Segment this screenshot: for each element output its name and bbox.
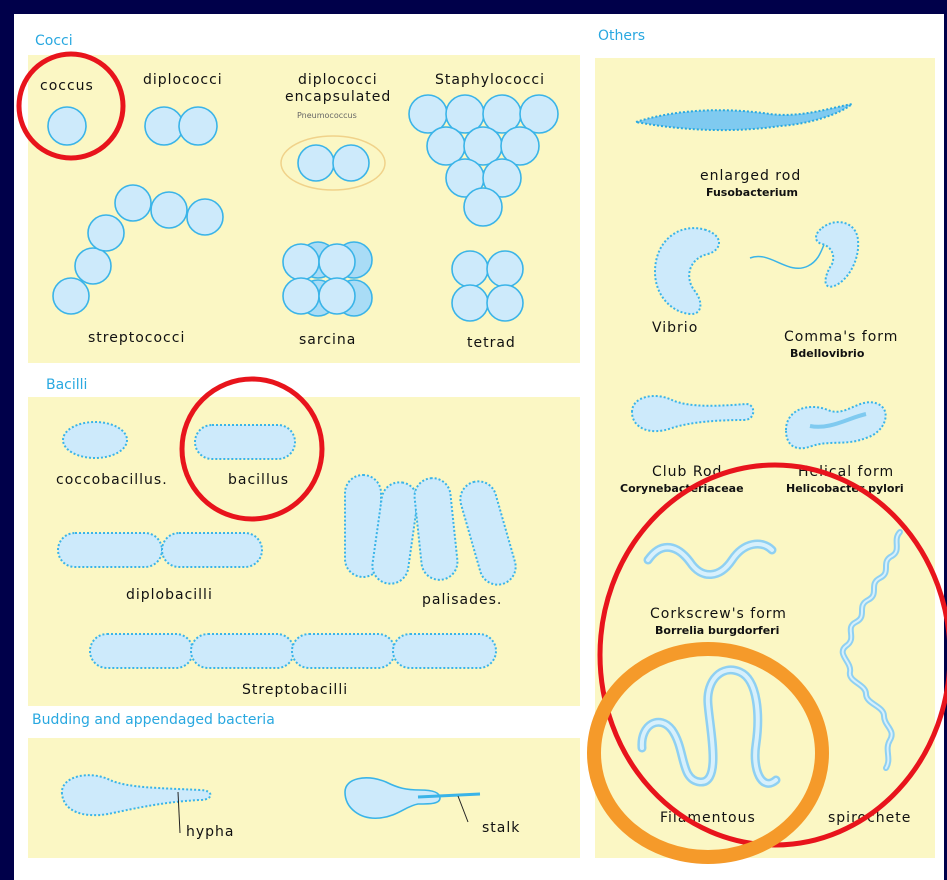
label-staphylococci: Staphylococci	[435, 72, 545, 88]
label-vibrio: Vibrio	[652, 320, 698, 336]
label-bacillus: bacillus	[228, 472, 289, 488]
bacillus-shape	[195, 425, 295, 459]
palisades-shape	[345, 475, 520, 589]
label-coccobacillus: coccobacillus.	[56, 472, 168, 488]
label-helicobacter: Helicobacter pylori	[786, 482, 904, 495]
coccus-shape	[48, 107, 86, 145]
label-corkscrew: Corkscrew's form	[650, 606, 787, 622]
label-stalk: stalk	[482, 820, 520, 836]
label-sarcina: sarcina	[299, 332, 356, 348]
label-streptococci: streptococci	[88, 330, 185, 346]
section-title-cocci: Cocci	[35, 33, 73, 49]
label-diplococci-encapsulated-2: encapsulated	[285, 89, 391, 105]
label-fusobacterium: Fusobacterium	[706, 186, 798, 199]
label-diplococci: diplococci	[143, 72, 223, 88]
label-hypha: hypha	[186, 824, 235, 840]
label-streptobacilli: Streptobacilli	[242, 682, 348, 698]
label-enlarged-rod: enlarged rod	[700, 168, 801, 184]
label-diplococci-encapsulated-1: diplococci	[298, 72, 378, 88]
section-title-others: Others	[598, 28, 645, 44]
label-commas-form: Comma's form	[784, 329, 898, 345]
label-borrelia: Borrelia burgdorferi	[655, 624, 779, 637]
section-title-budding: Budding and appendaged bacteria	[32, 712, 275, 728]
label-helical-form: Helical form	[798, 464, 894, 480]
label-coccus: coccus	[40, 78, 94, 94]
label-pneumococcus: Pneumococcus	[297, 111, 357, 120]
label-diplobacilli: diplobacilli	[126, 587, 213, 603]
section-title-bacilli: Bacilli	[46, 377, 87, 393]
label-tetrad: tetrad	[467, 335, 516, 351]
label-bdellovibrio: Bdellovibrio	[790, 347, 865, 360]
coccobacillus-shape	[63, 422, 127, 458]
label-palisades: palisades.	[422, 592, 502, 608]
